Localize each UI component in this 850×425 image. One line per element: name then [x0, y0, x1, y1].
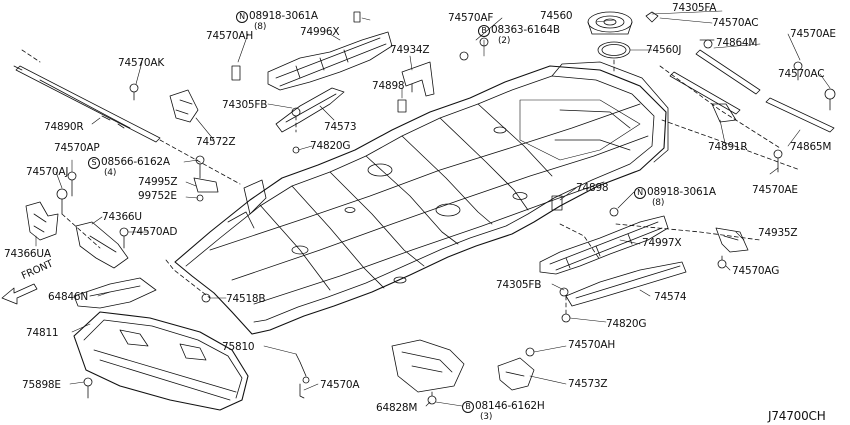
rear-parts-drawing — [397, 11, 836, 173]
callout-74995Z: 74995Z — [138, 176, 178, 188]
side-rods-drawing — [13, 11, 393, 185]
nut-mark-n-2: N — [634, 187, 646, 199]
callout-74891R: 74891R — [708, 141, 748, 153]
callout-74570A: 74570A — [320, 379, 360, 391]
callout-74305FA: 74305FA — [672, 2, 717, 14]
callout-75810: 75810 — [222, 341, 255, 353]
callout-74574: 74574 — [654, 291, 687, 303]
callout-74811: 74811 — [26, 327, 59, 339]
callout-08363-qty: (2) — [498, 36, 511, 46]
callout-74560: 74560 — [540, 10, 573, 22]
callout-74898-top: 74898 — [372, 80, 405, 92]
callout-99752E: 99752E — [138, 190, 177, 202]
diagram-id: J74700CH — [768, 409, 826, 423]
callout-64846N: 64846N — [48, 291, 89, 303]
callout-75898E: 75898E — [22, 379, 61, 391]
callout-08146-qty: (3) — [480, 412, 493, 422]
callout-64828M: 64828M — [376, 402, 418, 414]
callout-74996X: 74996X — [300, 26, 340, 38]
callout-74573Z: 74573Z — [568, 378, 608, 390]
callout-08363-text: 08363-6164B — [491, 24, 560, 36]
callout-74570AH-top: 74570AH — [206, 30, 254, 42]
callout-74570AE-top: 74570AE — [790, 28, 836, 40]
leader-lines — [35, 10, 831, 407]
bolt-mark-b-2: B — [462, 401, 474, 413]
callout-74820G-top: 74820G — [310, 140, 351, 152]
bolt-mark-b: B — [478, 25, 490, 37]
callout-08918-mid-qty: (8) — [652, 198, 665, 208]
callout-08146-text: 08146-6162H — [475, 400, 545, 412]
callout-74570AJ: 74570AJ — [26, 166, 69, 178]
callout-74864M: 74864M — [716, 37, 758, 49]
callout-74570AP: 74570AP — [54, 142, 100, 154]
callout-74898-mid: 74898 — [576, 182, 609, 194]
callout-74935Z: 74935Z — [758, 227, 798, 239]
callout-74934Z: 74934Z — [390, 44, 430, 56]
callout-74366UA: 74366UA — [4, 248, 51, 260]
callout-08566-text: 08566-6162A — [101, 156, 170, 168]
callout-08566-qty: (4) — [104, 168, 117, 178]
callout-74570AG: 74570AG — [732, 265, 780, 277]
callout-74570AH-bottom: 74570AH — [568, 339, 616, 351]
callout-74570AF: 74570AF — [448, 12, 494, 24]
callout-74570AD: 74570AD — [130, 226, 178, 238]
callout-74997X: 74997X — [642, 237, 682, 249]
right-parts-drawing — [391, 119, 801, 405]
front-arrow — [1, 283, 38, 305]
callout-74573: 74573 — [324, 121, 357, 133]
callout-08918-top-qty: (8) — [254, 22, 267, 32]
nut-mark-n: N — [236, 11, 248, 23]
callout-74865M: 74865M — [790, 141, 832, 153]
callout-08918-mid-text: 08918-3061A — [647, 186, 716, 198]
callout-74305FB-top: 74305FB — [222, 99, 268, 111]
callout-74890R: 74890R — [44, 121, 84, 133]
callout-74560J: 74560J — [646, 44, 682, 56]
callout-74570AC-right: 74570AC — [778, 68, 825, 80]
callout-74305FB-bottom: 74305FB — [496, 279, 542, 291]
callout-74820G-bottom: 74820G — [606, 318, 647, 330]
callout-74518B: 74518B — [226, 293, 266, 305]
callout-08918-top-text: 08918-3061A — [249, 10, 318, 22]
callout-74570AC-top: 74570AC — [712, 17, 759, 29]
screw-mark-s: S — [88, 157, 100, 169]
callout-74572Z: 74572Z — [196, 136, 236, 148]
callout-74570AE-right: 74570AE — [752, 184, 798, 196]
front-undercover-drawing — [73, 311, 310, 411]
floor-panel-drawing — [174, 61, 669, 335]
callout-74366U: 74366U — [102, 211, 142, 223]
left-parts-drawing — [25, 155, 219, 309]
callout-74570AK: 74570AK — [118, 57, 165, 69]
